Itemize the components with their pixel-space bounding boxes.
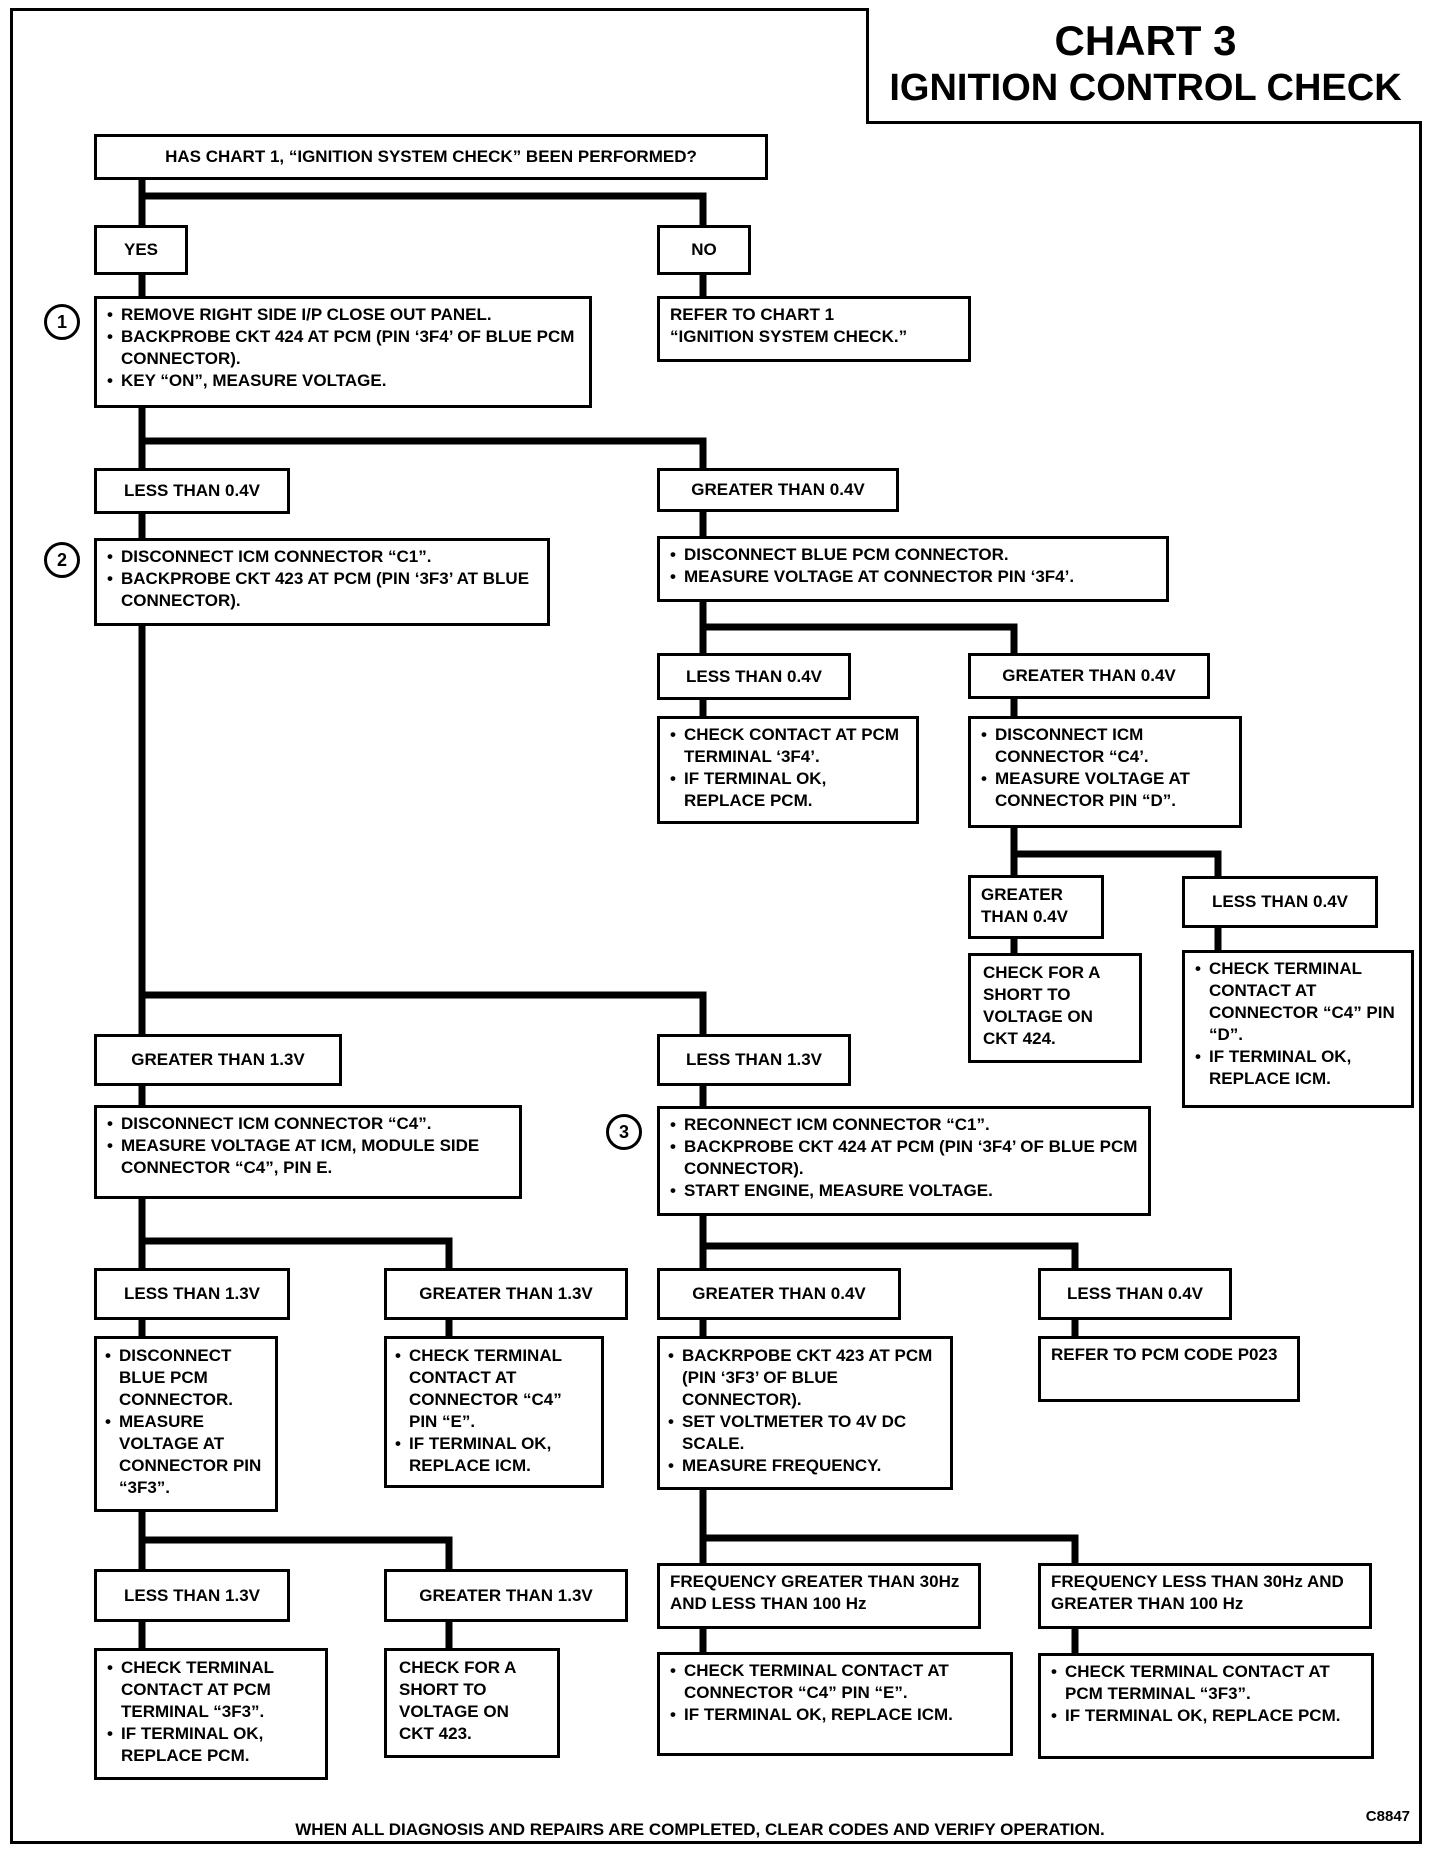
step-number-3: 3 [606,1114,642,1150]
pcm-3f3-less-than-1.3v: LESS THAN 1.3V [94,1569,290,1622]
check-c4-pin-e-item: IF TERMINAL OK, REPLACE ICM. [395,1433,593,1477]
pin-e-greater-than-1.3v: GREATER THAN 1.3V [384,1268,628,1320]
chart-number: CHART 3 [1054,17,1237,64]
pcm-3f3-greater-than-1.3v: GREATER THAN 1.3V [384,1569,628,1622]
refer-chart1-line: “IGNITION SYSTEM CHECK.” [670,327,908,346]
question-chart1-performed: HAS CHART 1, “IGNITION SYSTEM CHECK” BEE… [94,134,768,180]
disconnect-icm-c4-item: DISCONNECT ICM CONNECTOR “C4’. [981,724,1229,768]
disconnect-blue-item: MEASURE VOLTAGE AT CONNECTOR PIN ‘3F4’. [670,566,1156,588]
backprobe-ckt423-item: BACKRPOBE CKT 423 AT PCM (PIN ‘3F3’ OF B… [668,1345,942,1411]
refer-chart1-line: REFER TO CHART 1 [670,305,835,324]
step2-less-than-1.3v: LESS THAN 1.3V [657,1034,851,1086]
step1-greater-than-0.4v: GREATER THAN 0.4V [657,468,899,512]
answer-no: NO [657,225,751,275]
check-short-ckt423: CHECK FOR A SHORT TO VOLTAGE ON CKT 423. [384,1648,560,1758]
check-c4-pin-d-item: CHECK TERMINAL CONTACT AT CONNECTOR “C4”… [1195,958,1401,1046]
check-pcm-3f3-box: CHECK TERMINAL CONTACT AT PCM TERMINAL “… [94,1648,328,1780]
check-pcm-3f3-b-item: IF TERMINAL OK, REPLACE PCM. [1051,1705,1361,1727]
disconnect-blue-3f3-item: DISCONNECT BLUE PCM CONNECTOR. [105,1345,267,1411]
frequency-in-range: FREQUENCY GREATER THAN 30Hz AND LESS THA… [657,1563,981,1629]
check-c4-pin-e-box: CHECK TERMINAL CONTACT AT CONNECTOR “C4”… [384,1336,604,1488]
step-1-item: REMOVE RIGHT SIDE I/P CLOSE OUT PANEL. [107,304,579,326]
refer-chart1-box: REFER TO CHART 1 “IGNITION SYSTEM CHECK.… [657,296,971,362]
chart-border [10,8,1422,1844]
disconnect-icm-c4-pin-e-box: DISCONNECT ICM CONNECTOR “C4”. MEASURE V… [94,1105,522,1199]
disconnect-icm-c4-pin-e-item: DISCONNECT ICM CONNECTOR “C4”. [107,1113,509,1135]
check-c4-pin-e-icm-item: CHECK TERMINAL CONTACT AT CONNECTOR “C4”… [670,1660,1000,1704]
frequency-out-of-range: FREQUENCY LESS THAN 30Hz AND GREATER THA… [1038,1563,1372,1629]
check-c4-pin-d-box: CHECK TERMINAL CONTACT AT CONNECTOR “C4”… [1182,950,1414,1108]
step3-greater-than-0.4v: GREATER THAN 0.4V [657,1268,901,1320]
step-number-1: 1 [44,304,80,340]
figure-reference: C8847 [1365,1808,1410,1825]
check-contact-pcm-box: CHECK CONTACT AT PCM TERMINAL ‘3F4’. IF … [657,716,919,824]
step-1-item: KEY “ON”, MEASURE VOLTAGE. [107,370,579,392]
backprobe-ckt423-item: MEASURE FREQUENCY. [668,1455,942,1477]
disconnect-blue-item: DISCONNECT BLUE PCM CONNECTOR. [670,544,1156,566]
c4-less-than-0.4v: LESS THAN 0.4V [1182,876,1378,928]
backprobe-ckt423-box: BACKRPOBE CKT 423 AT PCM (PIN ‘3F3’ OF B… [657,1336,953,1490]
step-2-instructions: DISCONNECT ICM CONNECTOR “C1”. BACKPROBE… [94,538,550,626]
chart-title: IGNITION CONTROL CHECK [889,67,1402,109]
disc-blue-less-than-0.4v: LESS THAN 0.4V [657,653,851,700]
check-contact-pcm-item: IF TERMINAL OK, REPLACE PCM. [670,768,906,812]
check-contact-pcm-item: CHECK CONTACT AT PCM TERMINAL ‘3F4’. [670,724,906,768]
check-pcm-3f3-item: CHECK TERMINAL CONTACT AT PCM TERMINAL “… [107,1657,315,1723]
check-c4-pin-e-icm-box: CHECK TERMINAL CONTACT AT CONNECTOR “C4”… [657,1652,1013,1756]
step-3-item: BACKPROBE CKT 424 AT PCM (PIN ‘3F4’ OF B… [670,1136,1138,1180]
chart-title-block: CHART 3 IGNITION CONTROL CHECK [866,8,1422,124]
check-short-ckt424: CHECK FOR A SHORT TO VOLTAGE ON CKT 424. [968,953,1142,1063]
step-2-item: DISCONNECT ICM CONNECTOR “C1”. [107,546,537,568]
step-3-instructions: RECONNECT ICM CONNECTOR “C1”. BACKPROBE … [657,1106,1151,1216]
step-3-item: START ENGINE, MEASURE VOLTAGE. [670,1180,1138,1202]
step-1-instructions: REMOVE RIGHT SIDE I/P CLOSE OUT PANEL. B… [94,296,592,408]
disconnect-icm-c4-pin-e-item: MEASURE VOLTAGE AT ICM, MODULE SIDE CONN… [107,1135,509,1179]
step1-less-than-0.4v: LESS THAN 0.4V [94,468,290,514]
step-2-item: BACKPROBE CKT 423 AT PCM (PIN ‘3F3’ AT B… [107,568,537,612]
refer-pcm-code-p023: REFER TO PCM CODE P023 [1038,1336,1300,1402]
answer-yes: YES [94,225,188,275]
check-c4-pin-e-icm-item: IF TERMINAL OK, REPLACE ICM. [670,1704,1000,1726]
step-number-2: 2 [44,542,80,578]
step3-less-than-0.4v: LESS THAN 0.4V [1038,1268,1232,1320]
check-c4-pin-d-item: IF TERMINAL OK, REPLACE ICM. [1195,1046,1401,1090]
step-3-item: RECONNECT ICM CONNECTOR “C1”. [670,1114,1138,1136]
disconnect-icm-c4-box: DISCONNECT ICM CONNECTOR “C4’. MEASURE V… [968,716,1242,828]
backprobe-ckt423-item: SET VOLTMETER TO 4V DC SCALE. [668,1411,942,1455]
disconnect-blue-pcm-3f3-box: DISCONNECT BLUE PCM CONNECTOR. MEASURE V… [94,1336,278,1512]
disconnect-blue-3f3-item: MEASURE VOLTAGE AT CONNECTOR PIN “3F3”. [105,1411,267,1499]
check-c4-pin-e-item: CHECK TERMINAL CONTACT AT CONNECTOR “C4”… [395,1345,593,1433]
disconnect-icm-c4-item: MEASURE VOLTAGE AT CONNECTOR PIN “D”. [981,768,1229,812]
c4-greater-than-0.4v: GREATER THAN 0.4V [968,875,1104,939]
disconnect-blue-pcm-box: DISCONNECT BLUE PCM CONNECTOR. MEASURE V… [657,536,1169,602]
check-pcm-3f3-item: IF TERMINAL OK, REPLACE PCM. [107,1723,315,1767]
check-pcm-3f3-b-item: CHECK TERMINAL CONTACT AT PCM TERMINAL “… [1051,1661,1361,1705]
disc-blue-greater-than-0.4v: GREATER THAN 0.4V [968,653,1210,699]
pin-e-less-than-1.3v: LESS THAN 1.3V [94,1268,290,1320]
check-pcm-3f3-b-box: CHECK TERMINAL CONTACT AT PCM TERMINAL “… [1038,1653,1374,1759]
step-1-item: BACKPROBE CKT 424 AT PCM (PIN ‘3F4’ OF B… [107,326,579,370]
footer-note: WHEN ALL DIAGNOSIS AND REPAIRS ARE COMPL… [295,1820,1105,1839]
step2-greater-than-1.3v: GREATER THAN 1.3V [94,1034,342,1086]
